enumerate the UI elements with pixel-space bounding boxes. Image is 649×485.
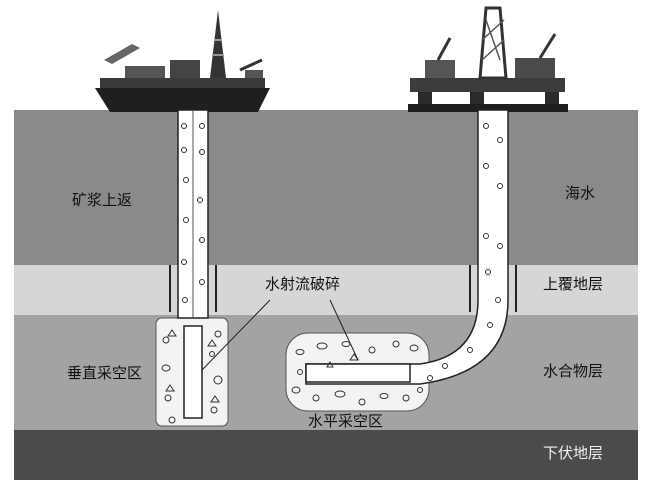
- pipe-bubbles: [181, 123, 503, 381]
- overburden-layer: [14, 265, 638, 315]
- drillship-icon: [95, 10, 270, 112]
- semisubmersible-platform-icon: [408, 6, 568, 112]
- label-underlying: 下伏地层: [543, 444, 604, 462]
- label-horizontal-cavity: 水平采空区: [308, 412, 384, 430]
- vertical-cavity-debris: [161, 329, 223, 424]
- label-slurry-return: 矿浆上返: [72, 191, 133, 209]
- horizontal-jet-tool: [305, 363, 411, 383]
- seawater-layer: [14, 110, 638, 265]
- label-water-jet: 水射流破碎: [265, 275, 341, 293]
- horizontal-well-pipe: [305, 109, 509, 385]
- label-seawater: 海水: [565, 184, 596, 202]
- label-overburden: 上覆地层: [543, 275, 604, 293]
- water-jet-leader-right: [329, 299, 359, 361]
- vertical-jet-tool: [183, 325, 203, 419]
- label-hydrate-layer: 水合物层: [543, 362, 604, 380]
- underlying-layer: [14, 430, 638, 480]
- label-vertical-cavity: 垂直采空区: [67, 364, 143, 382]
- water-jet-leader-left: [201, 299, 271, 371]
